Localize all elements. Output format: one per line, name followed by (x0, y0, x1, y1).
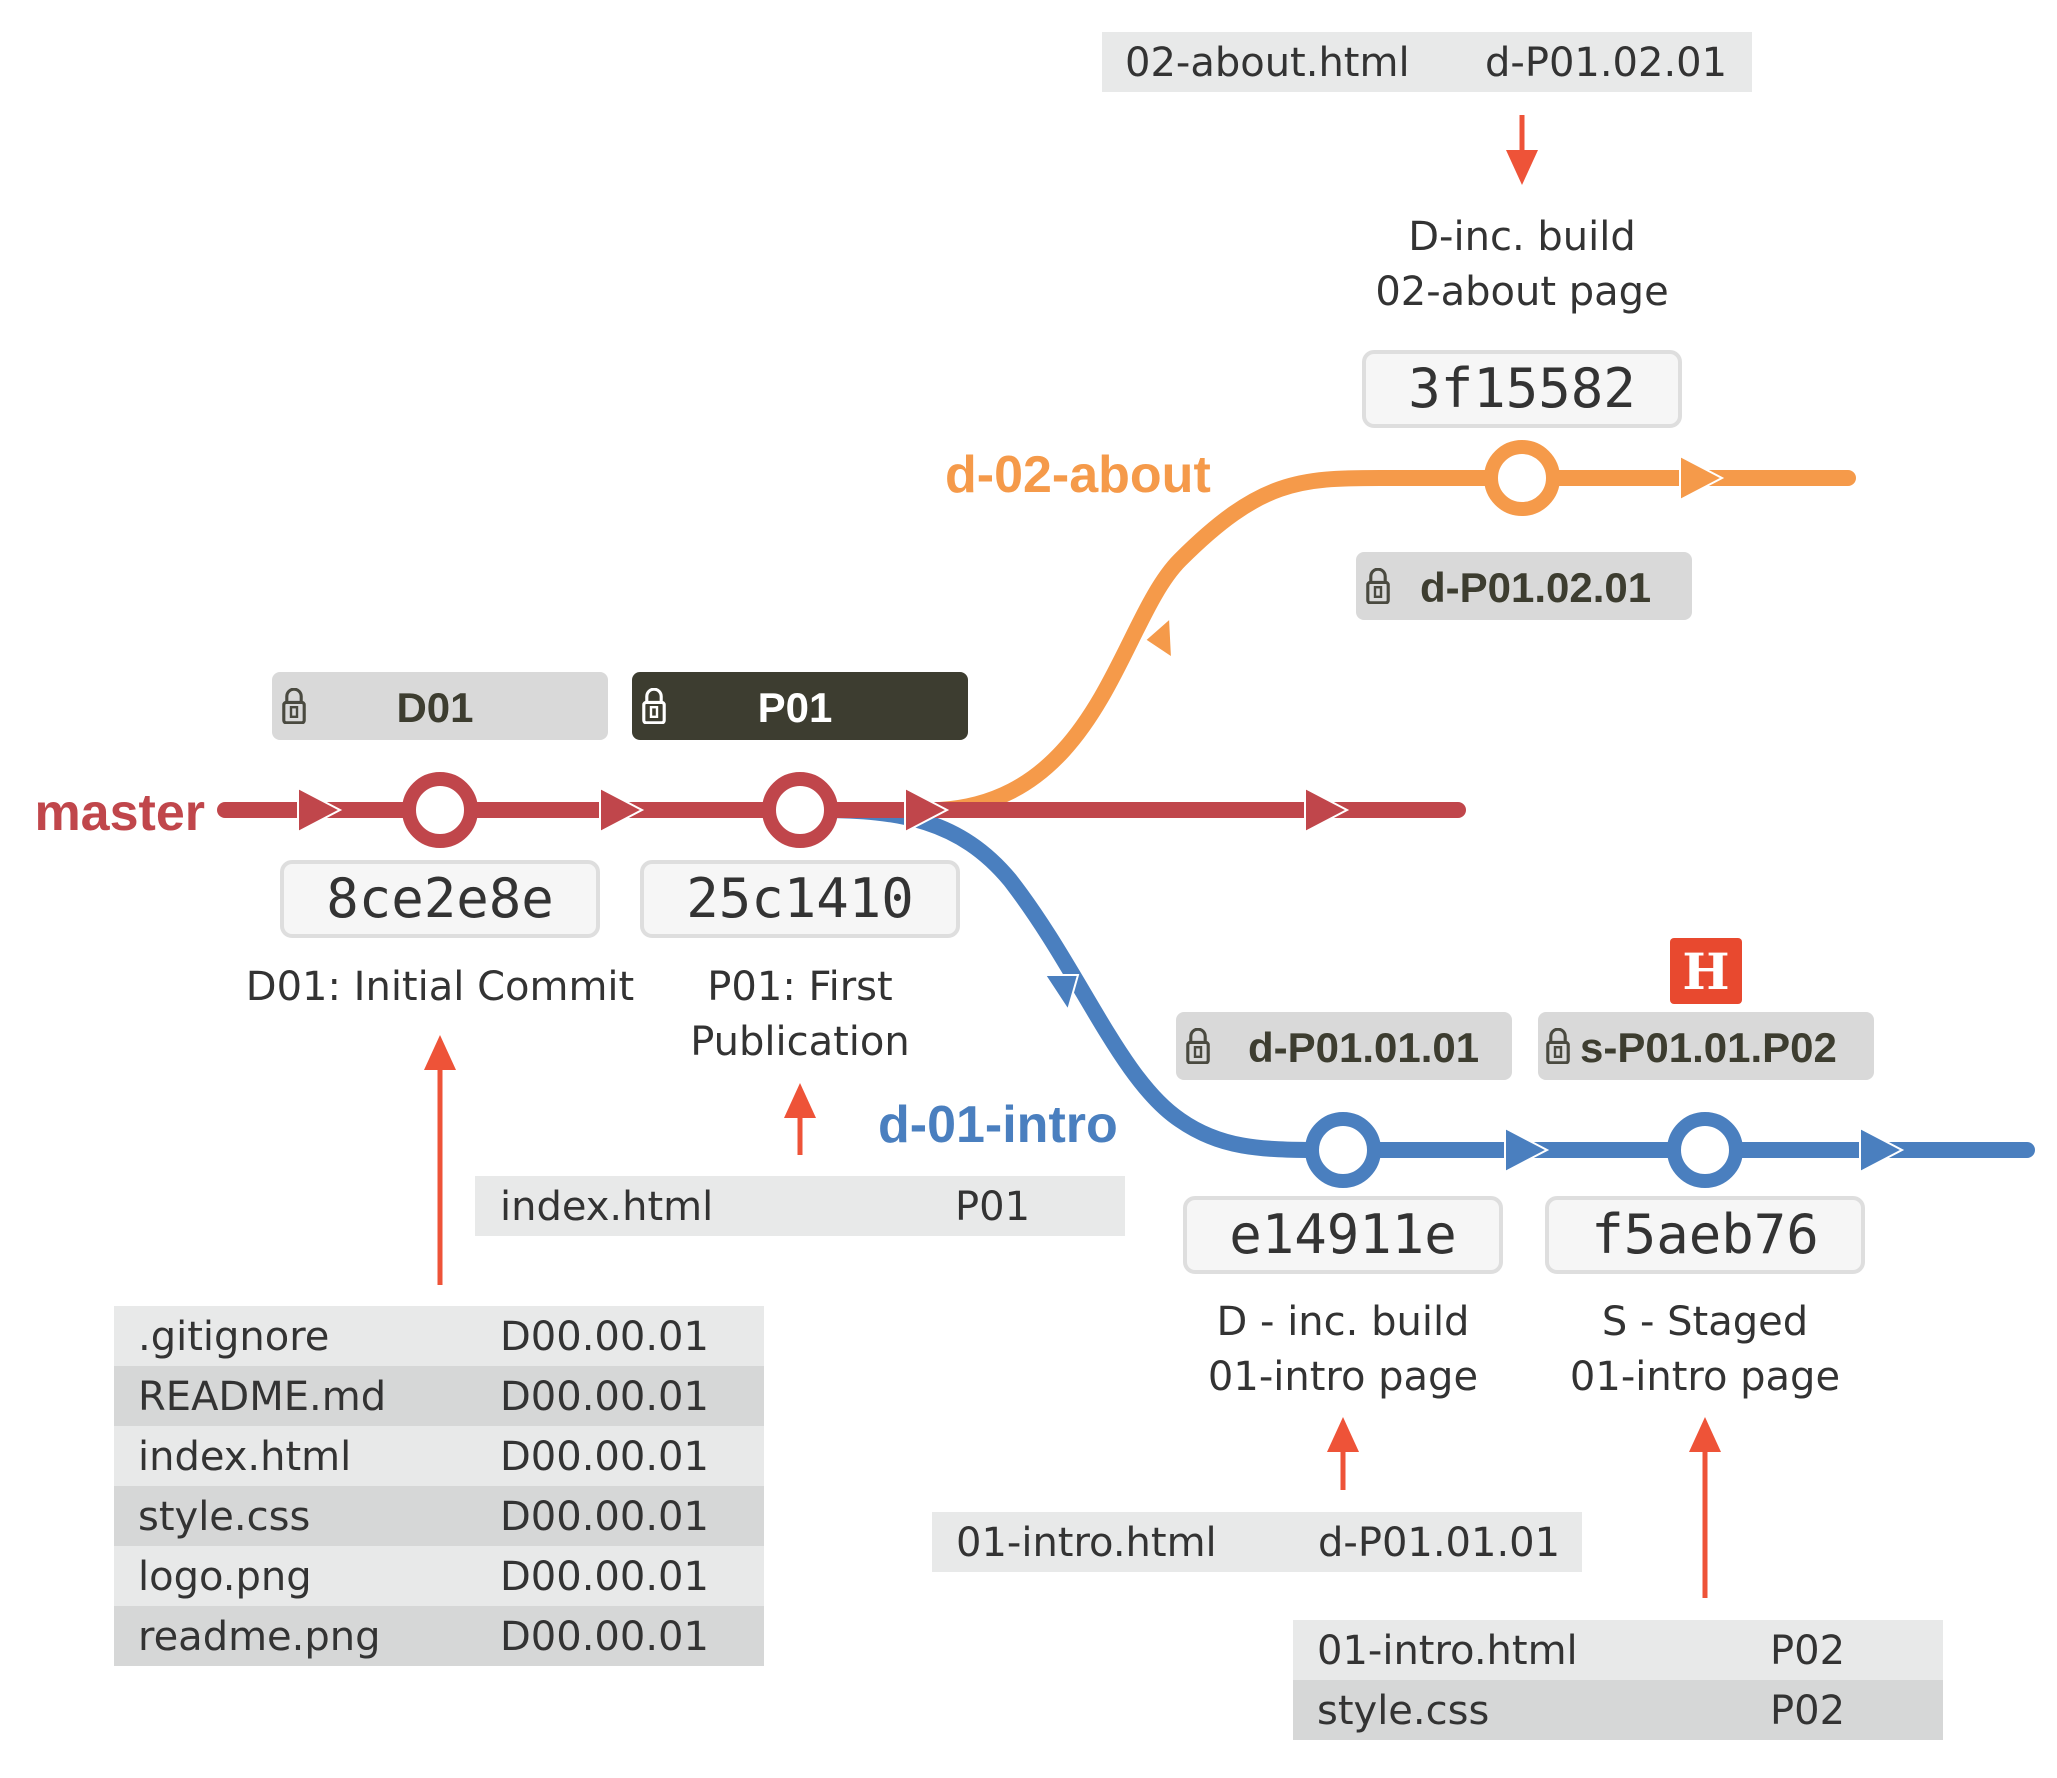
table-cell-version: P02 (1770, 1688, 1845, 1734)
pointer-arrow-f5aeb76 (1689, 1417, 1721, 1598)
tag-label: P01 (758, 684, 833, 731)
commit-hash: 25c1410 (686, 867, 914, 930)
tag-P01: P01 (632, 672, 968, 740)
master-arrow-1 (297, 786, 343, 834)
d-01-intro-direction-arrows (1043, 974, 1905, 1174)
commit-message-e14911e-line2: 01-intro page (1208, 1354, 1478, 1400)
commit-message-25c1410-line2: Publication (690, 1019, 910, 1065)
hash-box-25c1410: 25c1410 (640, 860, 960, 938)
table-cell-file: style.css (1317, 1688, 1489, 1734)
table-cell-version: d-P01.01.01 (1318, 1520, 1560, 1566)
table-cell-version: D00.00.01 (500, 1434, 709, 1480)
master-arrow-2 (599, 786, 645, 834)
branch-label-master: master (34, 784, 205, 842)
intro-arrow-1 (1043, 974, 1080, 1013)
hash-box-e14911e: e14911e (1183, 1196, 1503, 1274)
table-cell-file: 02-about.html (1125, 40, 1410, 86)
branch-d-01-intro-line (812, 802, 2035, 1158)
table-cell-file: 01-intro.html (956, 1520, 1217, 1566)
file-table-3f15582: 02-about.html d-P01.02.01 (1102, 32, 1752, 92)
file-table-25c1410: index.html P01 (475, 1176, 1125, 1236)
about-arrow-1 (1143, 615, 1174, 660)
master-arrow-4 (1304, 786, 1350, 834)
commit-node-e14911e (1305, 1112, 1381, 1188)
table-cell-file: 01-intro.html (1317, 1628, 1578, 1674)
hash-box-3f15582: 3f15582 (1362, 350, 1682, 428)
commit-node-3f15582 (1484, 440, 1560, 516)
table-cell-version: D00.00.01 (500, 1314, 709, 1360)
tag-label: d-P01.02.01 (1420, 564, 1651, 611)
branch-label-d-01-intro: d-01-intro (878, 1096, 1118, 1154)
table-cell-file: logo.png (138, 1554, 312, 1600)
table-cell-version: P01 (955, 1184, 1030, 1230)
intro-arrow-2 (1504, 1126, 1550, 1174)
table-cell-version: D00.00.01 (500, 1494, 709, 1540)
table-cell-version: D00.00.01 (500, 1374, 709, 1420)
intro-arrow-3 (1859, 1126, 1905, 1174)
master-arrow-3 (904, 786, 950, 834)
tag-label: D01 (396, 684, 473, 731)
table-cell-version: P02 (1770, 1628, 1845, 1674)
tag-label: s-P01.01.P02 (1580, 1024, 1837, 1071)
tag-s-P01.01.P02: s-P01.01.P02 (1538, 1012, 1874, 1080)
commit-message-f5aeb76-line2: 01-intro page (1570, 1354, 1840, 1400)
hash-box-8ce2e8e: 8ce2e8e (280, 860, 600, 938)
branch-d-02-about-line (932, 470, 1856, 818)
pointer-arrow-8ce2e8e (424, 1035, 456, 1285)
commit-hash: 8ce2e8e (326, 867, 554, 930)
commit-node-25c1410 (762, 772, 838, 848)
tag-D01: D01 (272, 672, 608, 740)
table-cell-file: .gitignore (138, 1314, 329, 1360)
commit-node-8ce2e8e (402, 772, 478, 848)
commit-message-25c1410-line1: P01: First (707, 964, 892, 1010)
table-cell-version: D00.00.01 (500, 1614, 709, 1660)
table-cell-file: index.html (500, 1184, 713, 1230)
commit-nodes (402, 440, 1743, 1188)
tag-label: d-P01.01.01 (1248, 1024, 1479, 1071)
table-cell-file: style.css (138, 1494, 310, 1540)
file-table-8ce2e8e: .gitignore D00.00.01 README.md D00.00.01… (114, 1306, 764, 1666)
table-cell-file: README.md (138, 1374, 386, 1420)
tag-d-P01.02.01: d-P01.02.01 (1356, 552, 1692, 620)
commit-hash: e14911e (1229, 1203, 1457, 1266)
commit-hash: f5aeb76 (1591, 1203, 1819, 1266)
table-cell-version: d-P01.02.01 (1485, 40, 1727, 86)
file-pointer-arrows (424, 115, 1721, 1598)
commit-message-e14911e-line1: D - inc. build (1217, 1299, 1470, 1345)
head-badge: H (1670, 938, 1742, 1004)
table-cell-file: index.html (138, 1434, 351, 1480)
file-table-e14911e: 01-intro.html d-P01.01.01 (932, 1512, 1582, 1572)
master-direction-arrows (297, 786, 1350, 834)
pointer-arrow-e14911e (1327, 1417, 1359, 1490)
branch-label-d-02-about: d-02-about (945, 446, 1211, 504)
table-cell-version: D00.00.01 (500, 1554, 709, 1600)
commit-hash: 3f15582 (1408, 357, 1636, 420)
commit-message-f5aeb76-line1: S - Staged (1602, 1299, 1808, 1345)
commit-message-3f15582-line1: D-inc. build (1408, 214, 1635, 260)
commit-message-3f15582-line2: 02-about page (1375, 269, 1668, 315)
table-cell-file: readme.png (138, 1614, 381, 1660)
file-table-f5aeb76: 01-intro.html P02 style.css P02 (1293, 1620, 1943, 1740)
pointer-arrow-3f15582 (1506, 115, 1538, 185)
about-arrow-2 (1679, 454, 1725, 502)
head-badge-label: H (1682, 942, 1729, 1001)
d-02-about-direction-arrows (1143, 454, 1725, 660)
commit-node-f5aeb76 (1667, 1112, 1743, 1188)
commit-message-8ce2e8e: D01: Initial Commit (246, 964, 634, 1010)
tag-d-P01.01.01: d-P01.01.01 (1176, 1012, 1512, 1080)
hash-box-f5aeb76: f5aeb76 (1545, 1196, 1865, 1274)
pointer-arrow-25c1410 (784, 1083, 816, 1155)
